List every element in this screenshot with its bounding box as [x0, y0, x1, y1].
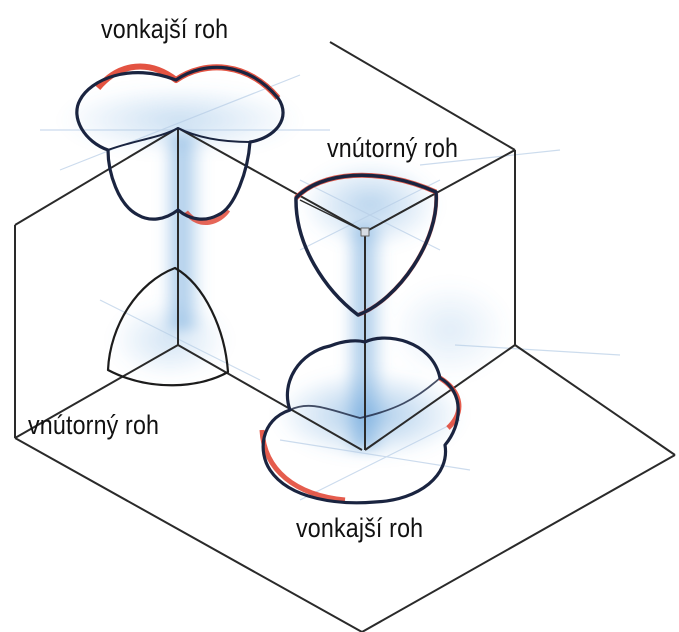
- inner-corner-right: [294, 172, 439, 317]
- outer-corner-bottom: [259, 336, 462, 505]
- outer-corner-top: [75, 63, 285, 225]
- label-inner-corner-left: vnútorný roh: [28, 410, 160, 440]
- inner-corner-left: [106, 266, 230, 387]
- construction-lines: [40, 74, 621, 501]
- label-inner-corner-right: vnútorný roh: [327, 133, 459, 163]
- box-edges: [14, 41, 676, 632]
- label-outer-corner-bottom: vonkajší roh: [296, 513, 424, 543]
- label-outer-corner-top: vonkajší roh: [101, 14, 229, 44]
